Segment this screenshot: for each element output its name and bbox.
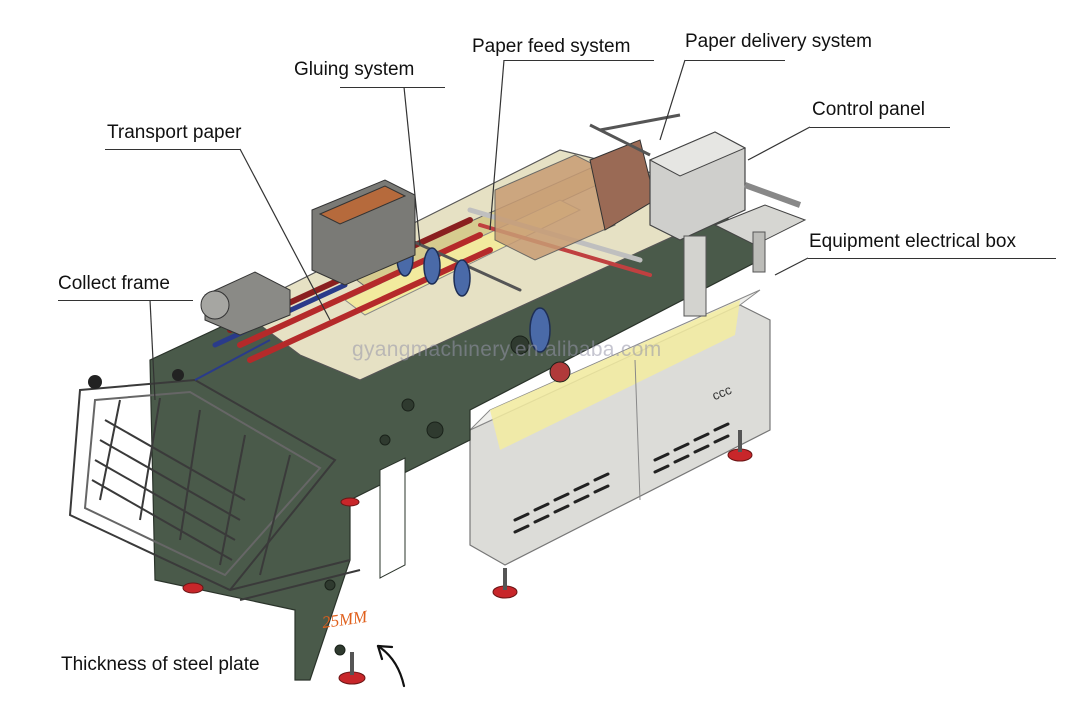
label-collect-frame: Collect frame [58,273,170,294]
leader-lines [149,59,811,401]
collect-frame-cage [68,339,361,601]
collect-frame-underline [58,300,193,301]
label-thickness-of-steel-plate: Thickness of steel plate [61,654,260,675]
control-panel-box [648,131,802,317]
electrical-box-bracket [713,204,807,273]
control-panel-underline [810,127,950,128]
transport-underline [105,149,240,150]
collect-frame-knobs [88,369,184,389]
steel-plate-arrow [376,644,406,688]
watermark-text: gyangmachinery.en.alibaba.com [352,338,662,361]
label-paper-feed-system: Paper feed system [472,36,631,57]
drive-motor [200,271,291,336]
paper-feed-assembly [494,113,681,261]
label-control-panel: Control panel [812,99,926,120]
gluing-underline [340,87,445,88]
glue-tank [311,179,416,286]
paper-delivery-underline [685,60,785,61]
label-paper-delivery-system: Paper delivery system [685,31,872,52]
label-transport-paper: Transport paper [107,122,242,143]
label-gluing-system: Gluing system [294,59,415,80]
electrical-box-underline [808,258,1056,259]
paper-feed-underline [504,60,654,61]
label-equipment-electrical-box: Equipment electrical box [809,231,1016,252]
cabinet-body [469,289,771,566]
feet-stems [350,430,742,675]
